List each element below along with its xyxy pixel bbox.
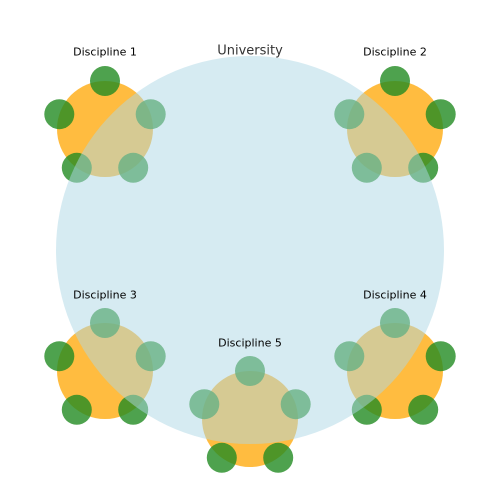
university-circle: [56, 56, 444, 444]
discipline-4-label: Discipline 4: [363, 288, 427, 302]
discipline-1-label: Discipline 1: [73, 45, 137, 59]
member-circle-2-2: [425, 99, 456, 130]
discipline-5-label: Discipline 5: [218, 336, 282, 350]
member-circle-2-1: [380, 66, 410, 96]
member-circle-5-3: [263, 442, 294, 473]
university-label: University: [217, 43, 283, 59]
discipline-3-label: Discipline 3: [73, 288, 137, 302]
member-circle-4-2: [425, 341, 456, 372]
member-circle-3-4: [61, 394, 92, 425]
member-circle-3-5: [44, 341, 75, 372]
discipline-2-label: Discipline 2: [363, 45, 427, 59]
member-circle-4-3: [408, 394, 439, 425]
member-circle-1-1: [90, 66, 120, 96]
member-circle-5-4: [206, 442, 237, 473]
member-circle-1-5: [44, 99, 75, 130]
